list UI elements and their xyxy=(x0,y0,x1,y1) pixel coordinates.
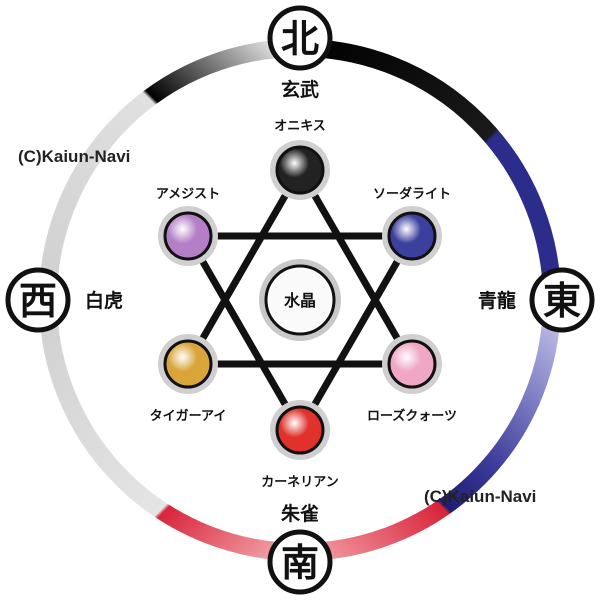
direction-south-label: 南 xyxy=(281,541,319,585)
stone-label: アメジスト xyxy=(156,187,220,202)
stone-ball xyxy=(163,211,213,261)
ring-segment-southeast xyxy=(299,299,561,561)
direction-badges: 北 南 東 西 xyxy=(5,5,595,595)
center-crystal: 水晶 xyxy=(259,259,341,341)
direction-north-label: 北 xyxy=(281,17,319,61)
direction-south: 南 xyxy=(267,529,333,595)
direction-west: 西 xyxy=(5,267,71,333)
hexagram xyxy=(184,166,416,434)
outer-ring xyxy=(39,39,561,561)
watermark-top-left: (C)Kaiun-Navi xyxy=(18,147,131,166)
direction-east-label: 東 xyxy=(543,279,581,323)
ring-segment-northwest xyxy=(39,39,301,301)
stone-label: オニキス xyxy=(274,119,326,134)
stone-onyx: オニキス xyxy=(270,119,330,200)
triangle-down xyxy=(184,232,416,434)
direction-west-label: 西 xyxy=(19,279,57,323)
stone-tigereye: タイガーアイ xyxy=(150,334,227,424)
stone-ball xyxy=(275,405,325,455)
stone-ball xyxy=(163,339,213,389)
crystal-ball xyxy=(269,269,331,331)
guardian-south: 朱雀 xyxy=(281,502,319,525)
ring-segment-southwest xyxy=(39,299,301,561)
watermark-bottom-right: (C)Kaiun-Navi xyxy=(424,487,537,506)
guardian-north: 玄武 xyxy=(281,78,319,101)
stone-label: タイガーアイ xyxy=(150,409,227,424)
stone-label: ローズクォーツ xyxy=(367,408,457,424)
guardian-labels: 玄武 朱雀 青龍 白虎 xyxy=(85,78,516,525)
stone-ball xyxy=(275,145,325,195)
stone-sodalite: ソーダライト xyxy=(373,186,451,266)
ring-segment-northeast xyxy=(299,39,561,301)
stone-ball xyxy=(387,211,437,261)
direction-north: 北 xyxy=(267,5,333,71)
stone-ball xyxy=(387,339,437,389)
stone-carnelian: カーネリアン xyxy=(261,400,339,490)
center-label: 水晶 xyxy=(284,291,316,310)
stone-label: ソーダライト xyxy=(373,186,451,202)
stone-rosequartz: ローズクォーツ xyxy=(367,334,457,424)
triangle-up xyxy=(184,166,416,368)
guardian-east: 青龍 xyxy=(478,289,516,312)
direction-east: 東 xyxy=(529,267,595,333)
guardian-west: 白虎 xyxy=(85,289,123,312)
stone-amethyst: アメジスト xyxy=(156,187,220,266)
stone-label: カーネリアン xyxy=(261,475,338,490)
